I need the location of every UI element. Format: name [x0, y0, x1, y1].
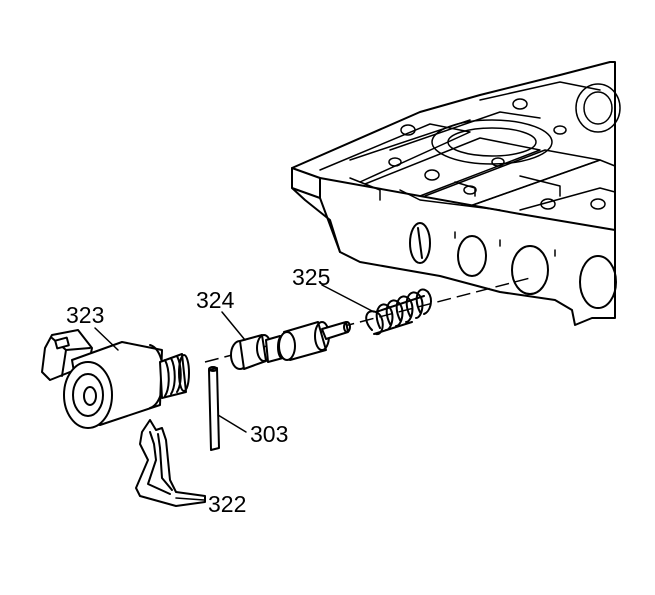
callout-303: 303	[250, 421, 288, 447]
leader-324	[221, 311, 246, 341]
callout-325: 325	[292, 264, 330, 290]
leader-303	[217, 414, 247, 433]
solenoid-part-323	[41, 329, 190, 429]
callout-323: 323	[66, 302, 104, 328]
pin-part-303	[208, 366, 220, 451]
clip-part-322	[135, 419, 206, 507]
spring-part-325	[365, 288, 432, 336]
valve-body	[291, 61, 621, 326]
callout-324: 324	[196, 287, 235, 313]
leader-325	[321, 284, 375, 313]
leader-323	[94, 327, 119, 351]
valve-part-324	[230, 321, 351, 370]
assembly-axis-line	[204, 277, 531, 363]
leader-322	[175, 497, 205, 501]
callout-322: 322	[208, 491, 246, 517]
